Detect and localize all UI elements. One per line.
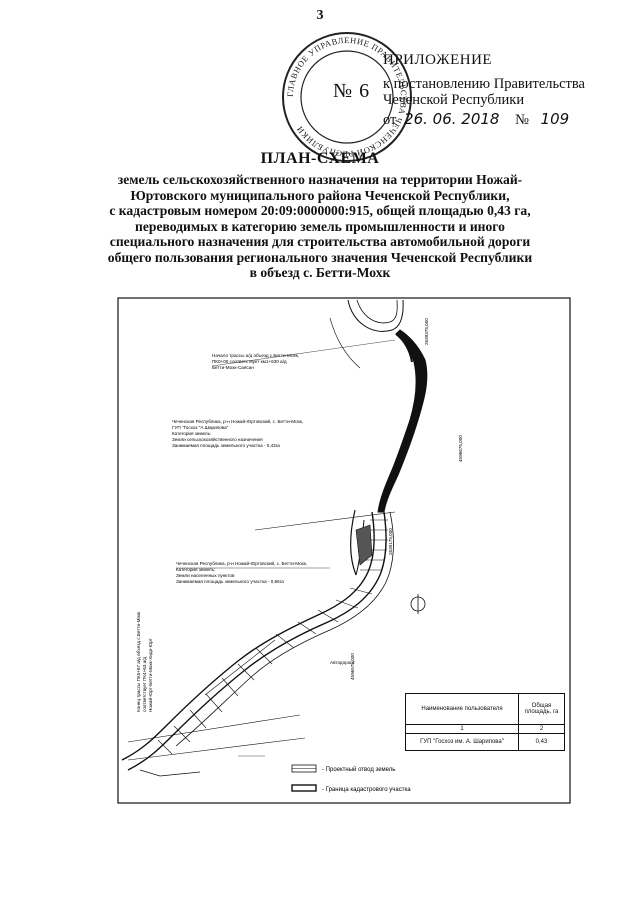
decree-number: 109 [540,110,570,128]
table-cell: ГУП "Госхоз им. А. Шарипова" [405,733,519,751]
end-label: Конец трассы ПК5+87 а/д объезд с.Бетти-М… [136,610,153,712]
road-corridor-edge [121,511,375,761]
official-stamp: ГЛАВНОЕ УПРАВЛЕНИЕ ПРАВИТЕЛЬСТВА ЧЕЧЕНСК… [282,32,412,162]
table-header-cell: Наименование пользователя [405,693,519,725]
table-header-cell: Общая площадь, га [518,693,565,725]
hatch-pattern [157,519,388,755]
upper-road-edge [356,299,398,324]
map-frame [117,297,571,804]
road-line [204,639,276,696]
road-corridor-edge [127,511,387,771]
subtitle-line: общего пользования регионального значени… [107,249,533,265]
road-parcel-black [377,329,428,513]
appendix-title: ПРИЛОЖЕНИЕ [383,52,493,68]
subtitle-line: земель сельскохозяйственного назначения … [117,172,523,187]
coord-label: 4596675,000 [458,435,463,462]
date-prefix: от [383,112,397,128]
subtitle-line: Юртовского муниципального района Чеченск… [130,187,510,203]
road-line [139,769,201,777]
road-line [254,511,396,531]
stamp-number: № 6 [333,80,371,102]
road-corridor-edge [175,511,394,747]
road-line [329,317,361,369]
subtitle-line: с кадастровым номером 20:09:0000000:915,… [109,203,531,218]
document-subtitle: земель сельскохозяйственного назначения … [60,172,580,281]
parcel-label-2: Чеченская Республика, р-н Ножай-Юртовски… [176,560,308,584]
decree-date: 26. 06. 2018 [404,110,500,128]
legend-symbol-cadastral [291,784,317,792]
coord-label: 4596575,000 [350,653,355,680]
appendix-date-line: от 26. 06. 2018 № 109 [383,110,569,129]
table-cell: 1 [405,724,519,734]
coord-label: 2639375,000 [424,318,429,345]
document-title: ПЛАН-СХЕМА [260,150,380,167]
road-edge [395,333,413,363]
table-index-row: 1 2 [405,724,565,734]
page-number: 3 [316,8,324,23]
subtitle-line: в объезд с. Бетти-Мохк [249,265,391,280]
coord-label: 2639175,000 [388,528,393,555]
table-header-row: Наименование пользователя Общая площадь,… [405,693,565,725]
appendix-line-1: к постановлению Правительства [383,76,585,92]
legend-label-project: - Проектный отвод земель [322,766,395,773]
road-small-label: Автодорога [330,660,355,665]
road-line [349,509,357,576]
subtitle-line: специального назначения для строительств… [109,234,531,249]
road-line [127,714,306,761]
appendix-line-2: Чеченской Республики [383,92,525,108]
table-cell: 0,43 [518,733,565,751]
upper-road-edge [347,299,404,332]
leader-line [211,339,396,367]
table-row: ГУП "Госхоз им. А. Шарипова" 0,43 [405,733,565,751]
parcel-label-1: Чеченская Республика, р-н Ножай-Юртовски… [172,418,304,448]
users-table: Наименование пользователя Общая площадь,… [405,693,565,751]
table-cell: 2 [518,724,565,734]
start-label: Начало трассы а/д объезд с.Бетти-Мохк, П… [212,353,300,370]
subtitle-line: переводимых в категорию земель промышлен… [135,218,505,234]
number-prefix: № [515,112,529,128]
legend-label-cadastral: - Граница кадастрового участка [322,787,411,793]
small-parcel [355,524,373,566]
